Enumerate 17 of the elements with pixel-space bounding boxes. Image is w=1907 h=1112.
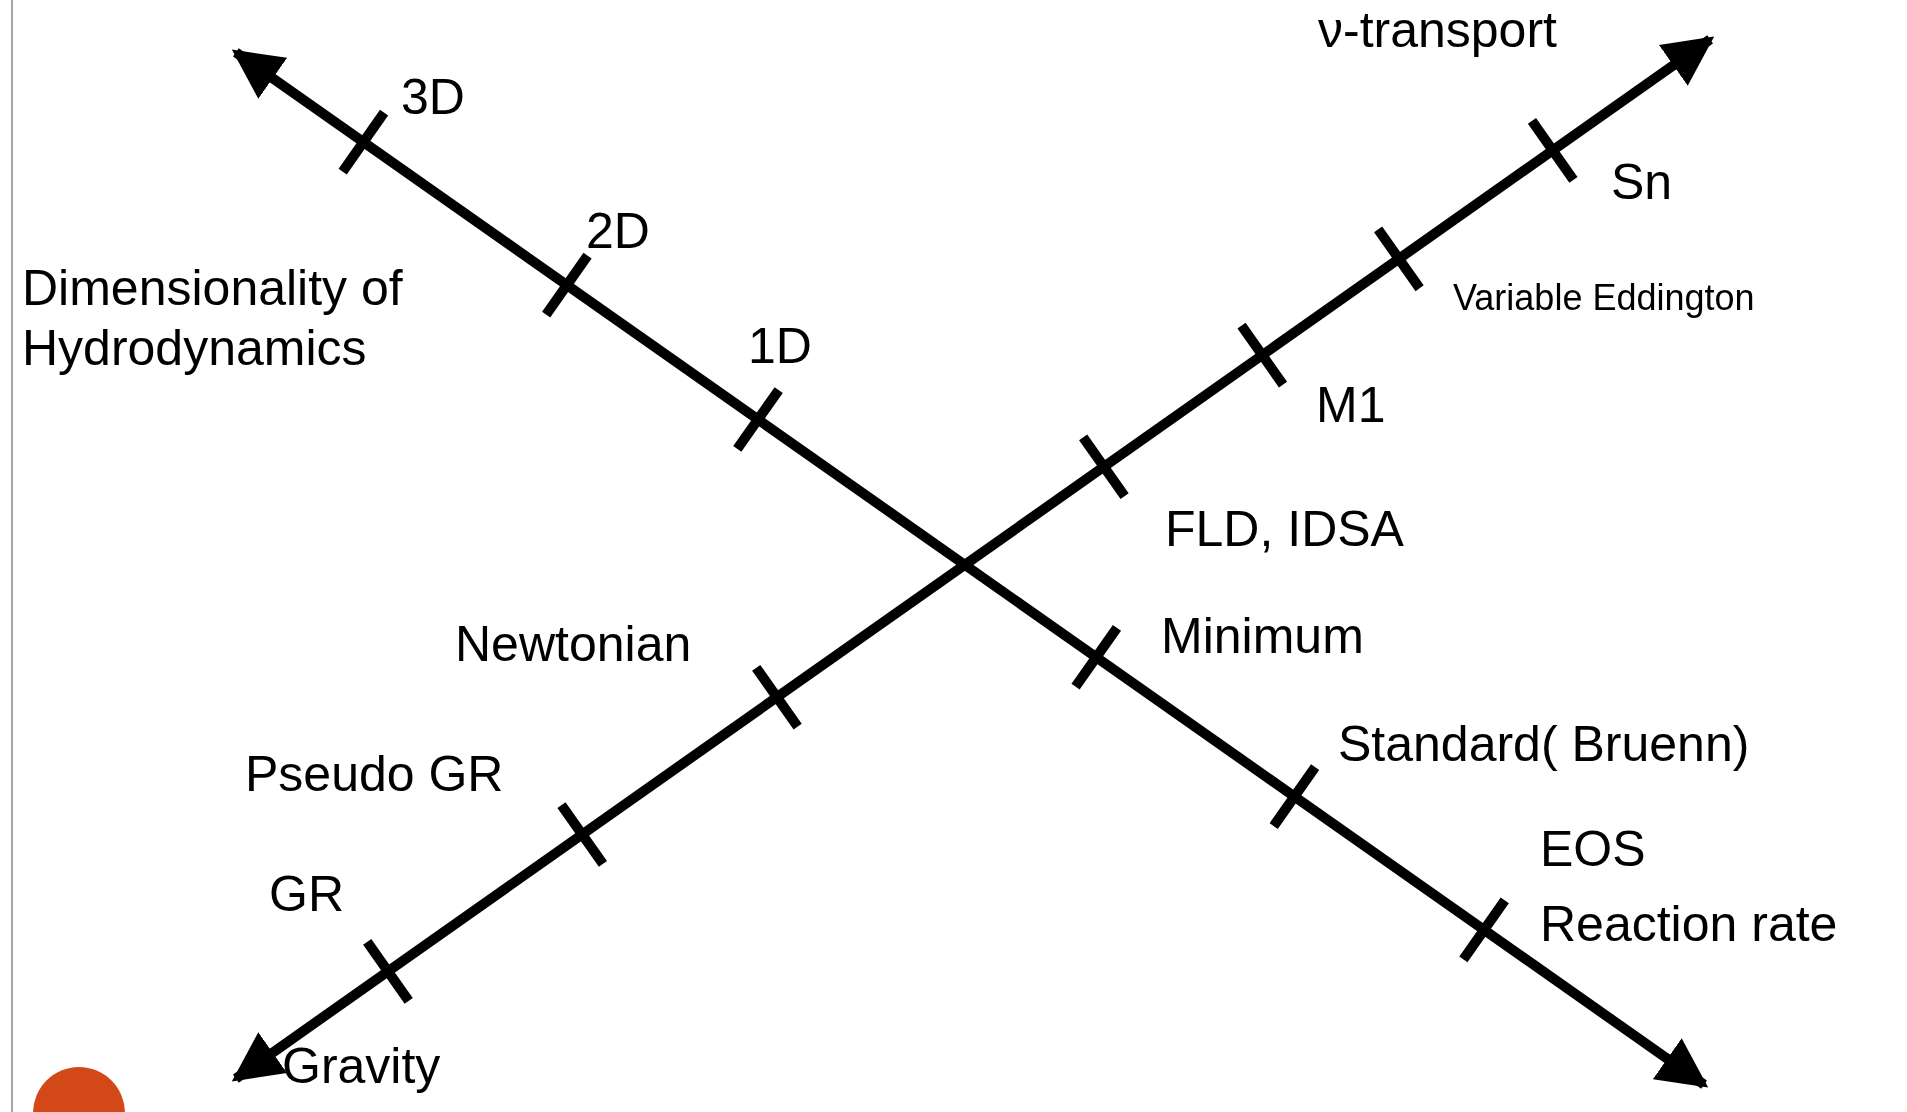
axis-label: Pseudo GR	[245, 745, 504, 804]
axis-label: Sn	[1611, 153, 1673, 212]
axis-label: FLD, IDSA	[1165, 500, 1404, 559]
axis-label: GR	[269, 865, 344, 924]
axis-label: EOS	[1540, 820, 1646, 879]
axis-label: M1	[1316, 376, 1386, 435]
axis-label: 3D	[401, 68, 465, 127]
axis-label: 1D	[748, 317, 812, 376]
axis-label: Minimum	[1161, 607, 1364, 666]
axis-label: Dimensionality of Hydrodynamics	[22, 259, 404, 378]
axis-label: Reaction rate	[1540, 895, 1838, 954]
axis-label: Variable Eddington	[1453, 276, 1755, 320]
axis-label: ν-transport	[1318, 1, 1557, 60]
axis-label: Gravity	[282, 1037, 441, 1096]
axis-label: 2D	[586, 202, 650, 261]
axis-label: Standard( Bruenn)	[1338, 715, 1750, 774]
axis-label: Newtonian	[455, 615, 692, 674]
